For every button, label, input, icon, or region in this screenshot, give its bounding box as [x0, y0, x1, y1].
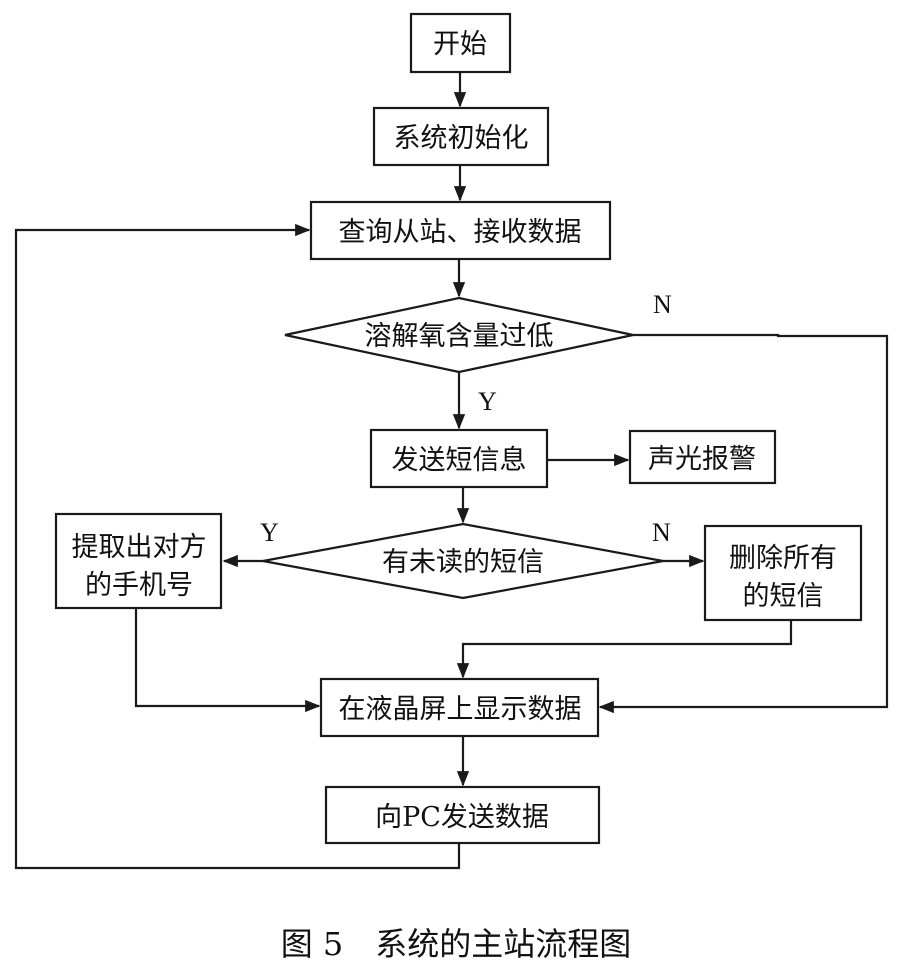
send-pc-label: 向PC发送数据	[375, 802, 549, 833]
arrow-loop-back-to-query	[14, 223, 461, 870]
alarm-node	[628, 429, 777, 485]
query-label: 查询从站、接收数据	[339, 217, 582, 248]
decision-unread-yes-label: Y	[260, 518, 279, 547]
decision-do-no-label: N	[653, 290, 672, 319]
query-node	[309, 200, 612, 261]
init-label: 系统初始化	[394, 123, 529, 154]
start-label: 开始	[433, 29, 487, 60]
delete-sms-node	[703, 524, 863, 622]
send-sms-node	[369, 428, 549, 489]
arrow-extract-to-lcd	[134, 608, 321, 713]
start-node	[409, 12, 512, 74]
arrow-do-no-to-lcd	[598, 333, 889, 714]
lcd-display-label: 在液晶屏上显示数据	[339, 694, 582, 725]
decision-do-yes-label: Y	[478, 387, 497, 416]
send-pc-node	[324, 785, 601, 845]
extract-phone-line1: 提取出对方	[72, 532, 207, 563]
delete-sms-line2: 的短信	[743, 581, 824, 612]
arrow-delete-to-lcd	[456, 620, 793, 679]
decision-unread-label: 有未读的短信	[382, 547, 544, 578]
alarm-label: 声光报警	[648, 444, 756, 475]
decision-do-label: 溶解氧含量过低	[365, 321, 554, 352]
extract-phone-node	[54, 512, 223, 610]
send-sms-label: 发送短信息	[392, 445, 527, 476]
init-node	[372, 106, 550, 167]
extract-phone-line2: 的手机号	[85, 570, 193, 601]
decision-unread-no-label: N	[652, 518, 671, 547]
delete-sms-line1: 删除所有	[729, 543, 837, 574]
figure-caption: 图 5 系统的主站流程图	[281, 925, 632, 963]
lcd-display-node	[319, 677, 600, 738]
